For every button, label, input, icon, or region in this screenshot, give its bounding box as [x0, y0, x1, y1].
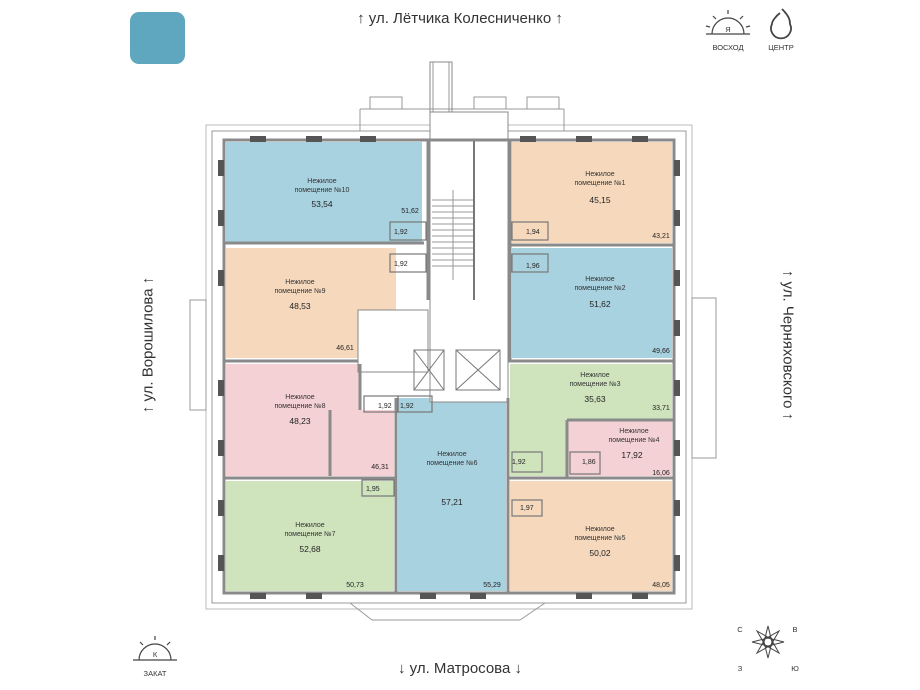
- bathroom-labels: 1,92 1,92 1,92 1,92 1,95 1,94 1,96 1,92 …: [366, 229, 596, 512]
- room-5-area: 50,02: [589, 548, 611, 558]
- room-9-area: 48,53: [289, 301, 311, 311]
- room-2-corner: 49,66: [652, 348, 670, 355]
- room-3-corner: 33,71: [652, 405, 670, 412]
- room-9-title: Нежилое: [285, 279, 315, 286]
- room-4-corner: 16,06: [652, 470, 670, 477]
- bathroom-area: 1,94: [526, 229, 540, 236]
- room-6-subtitle: помещение №6: [427, 460, 478, 467]
- room-1-title: Нежилое: [585, 171, 615, 178]
- bathroom-area: 1,92: [394, 229, 408, 236]
- room-10-corner: 51,62: [401, 208, 419, 215]
- room-4: [567, 420, 672, 476]
- room-3-subtitle: помещение №3: [570, 381, 621, 388]
- sunrise-label: ВОСХОД: [712, 43, 743, 52]
- sunset-icon: [133, 636, 177, 661]
- sunrise-letter: Я: [725, 25, 730, 34]
- room-fills: [226, 142, 672, 591]
- room-10-area: 53,54: [311, 199, 333, 209]
- building-core: [357, 111, 509, 403]
- room-2-area: 51,62: [589, 299, 611, 309]
- room-7-corner: 50,73: [346, 582, 364, 589]
- room-6-corner: 55,29: [483, 582, 501, 589]
- room-2-subtitle: помещение №2: [575, 285, 626, 292]
- center-location-icon: [770, 8, 792, 40]
- room-7-title: Нежилое: [295, 522, 325, 529]
- room-8-subtitle: помещение №8: [275, 403, 326, 410]
- sunset-letter: К: [153, 650, 158, 659]
- room-9-subtitle: помещение №9: [275, 288, 326, 295]
- room-2-title: Нежилое: [585, 276, 615, 283]
- room-10: [226, 142, 422, 243]
- room-8-ext: [330, 410, 394, 476]
- bathroom-area: 1,97: [520, 505, 534, 512]
- room-6: [398, 398, 506, 591]
- compass-north: С: [737, 625, 743, 634]
- walls: [222, 138, 676, 595]
- room-2: [512, 248, 672, 358]
- street-label-bottom: ↓ ул. Матросова ↓: [398, 660, 522, 677]
- room-3-area: 35,63: [584, 394, 606, 404]
- room-6-title: Нежилое: [437, 451, 467, 458]
- room-7: [226, 481, 394, 591]
- room-1-corner: 43,21: [652, 233, 670, 240]
- bathroom-area: 1,92: [400, 403, 414, 410]
- bathroom-area: 1,86: [582, 459, 596, 466]
- elevator-left: [413, 349, 445, 391]
- room-1: [512, 142, 672, 243]
- compass-west: З: [738, 664, 743, 673]
- sunrise-icon: [705, 10, 751, 35]
- room-10-title: Нежилое: [307, 178, 337, 185]
- room-7-area: 52,68: [299, 544, 321, 554]
- compass-south: Ю: [791, 664, 799, 673]
- room-10-subtitle: помещение №10: [295, 187, 350, 194]
- room-5-corner: 48,05: [652, 582, 670, 589]
- room-5: [510, 481, 672, 591]
- bathroom-area: 1,95: [366, 486, 380, 493]
- room-8-corner: 46,31: [371, 464, 389, 471]
- room-7-subtitle: помещение №7: [285, 531, 336, 538]
- bathroom-area: 1,92: [512, 459, 526, 466]
- bathroom-area: 1,92: [394, 261, 408, 268]
- room-4-title: Нежилое: [619, 428, 649, 435]
- street-label-top: ↑ ул. Лётчика Колесниченко ↑: [357, 10, 563, 27]
- bathroom-area: 1,96: [526, 263, 540, 270]
- room-3-title: Нежилое: [580, 372, 610, 379]
- window-markers: [218, 136, 680, 599]
- room-4-subtitle: помещение №4: [609, 437, 660, 444]
- compass-rose-icon: [751, 625, 785, 659]
- room-labels: Нежилое помещение №10 53,54 51,62 Нежило…: [275, 171, 670, 589]
- room-5-subtitle: помещение №5: [575, 535, 626, 542]
- room-8-title: Нежилое: [285, 394, 315, 401]
- room-8-area: 48,23: [289, 416, 311, 426]
- bathroom-boxes: [361, 221, 601, 517]
- bathroom-area: 1,92: [378, 403, 392, 410]
- compass-east: В: [792, 625, 797, 634]
- room-6-area: 57,21: [441, 497, 463, 507]
- elevator-right: [455, 349, 501, 391]
- room-4-area: 17,92: [621, 450, 643, 460]
- room-5-title: Нежилое: [585, 526, 615, 533]
- center-label: ЦЕНТР: [768, 43, 794, 52]
- room-9-corner: 46,61: [336, 345, 354, 352]
- brand-logo: [130, 12, 185, 64]
- room-1-area: 45,15: [589, 195, 611, 205]
- staircase: [432, 190, 474, 280]
- room-1-subtitle: помещение №1: [575, 180, 626, 187]
- sunset-label: ЗАКАТ: [144, 669, 167, 678]
